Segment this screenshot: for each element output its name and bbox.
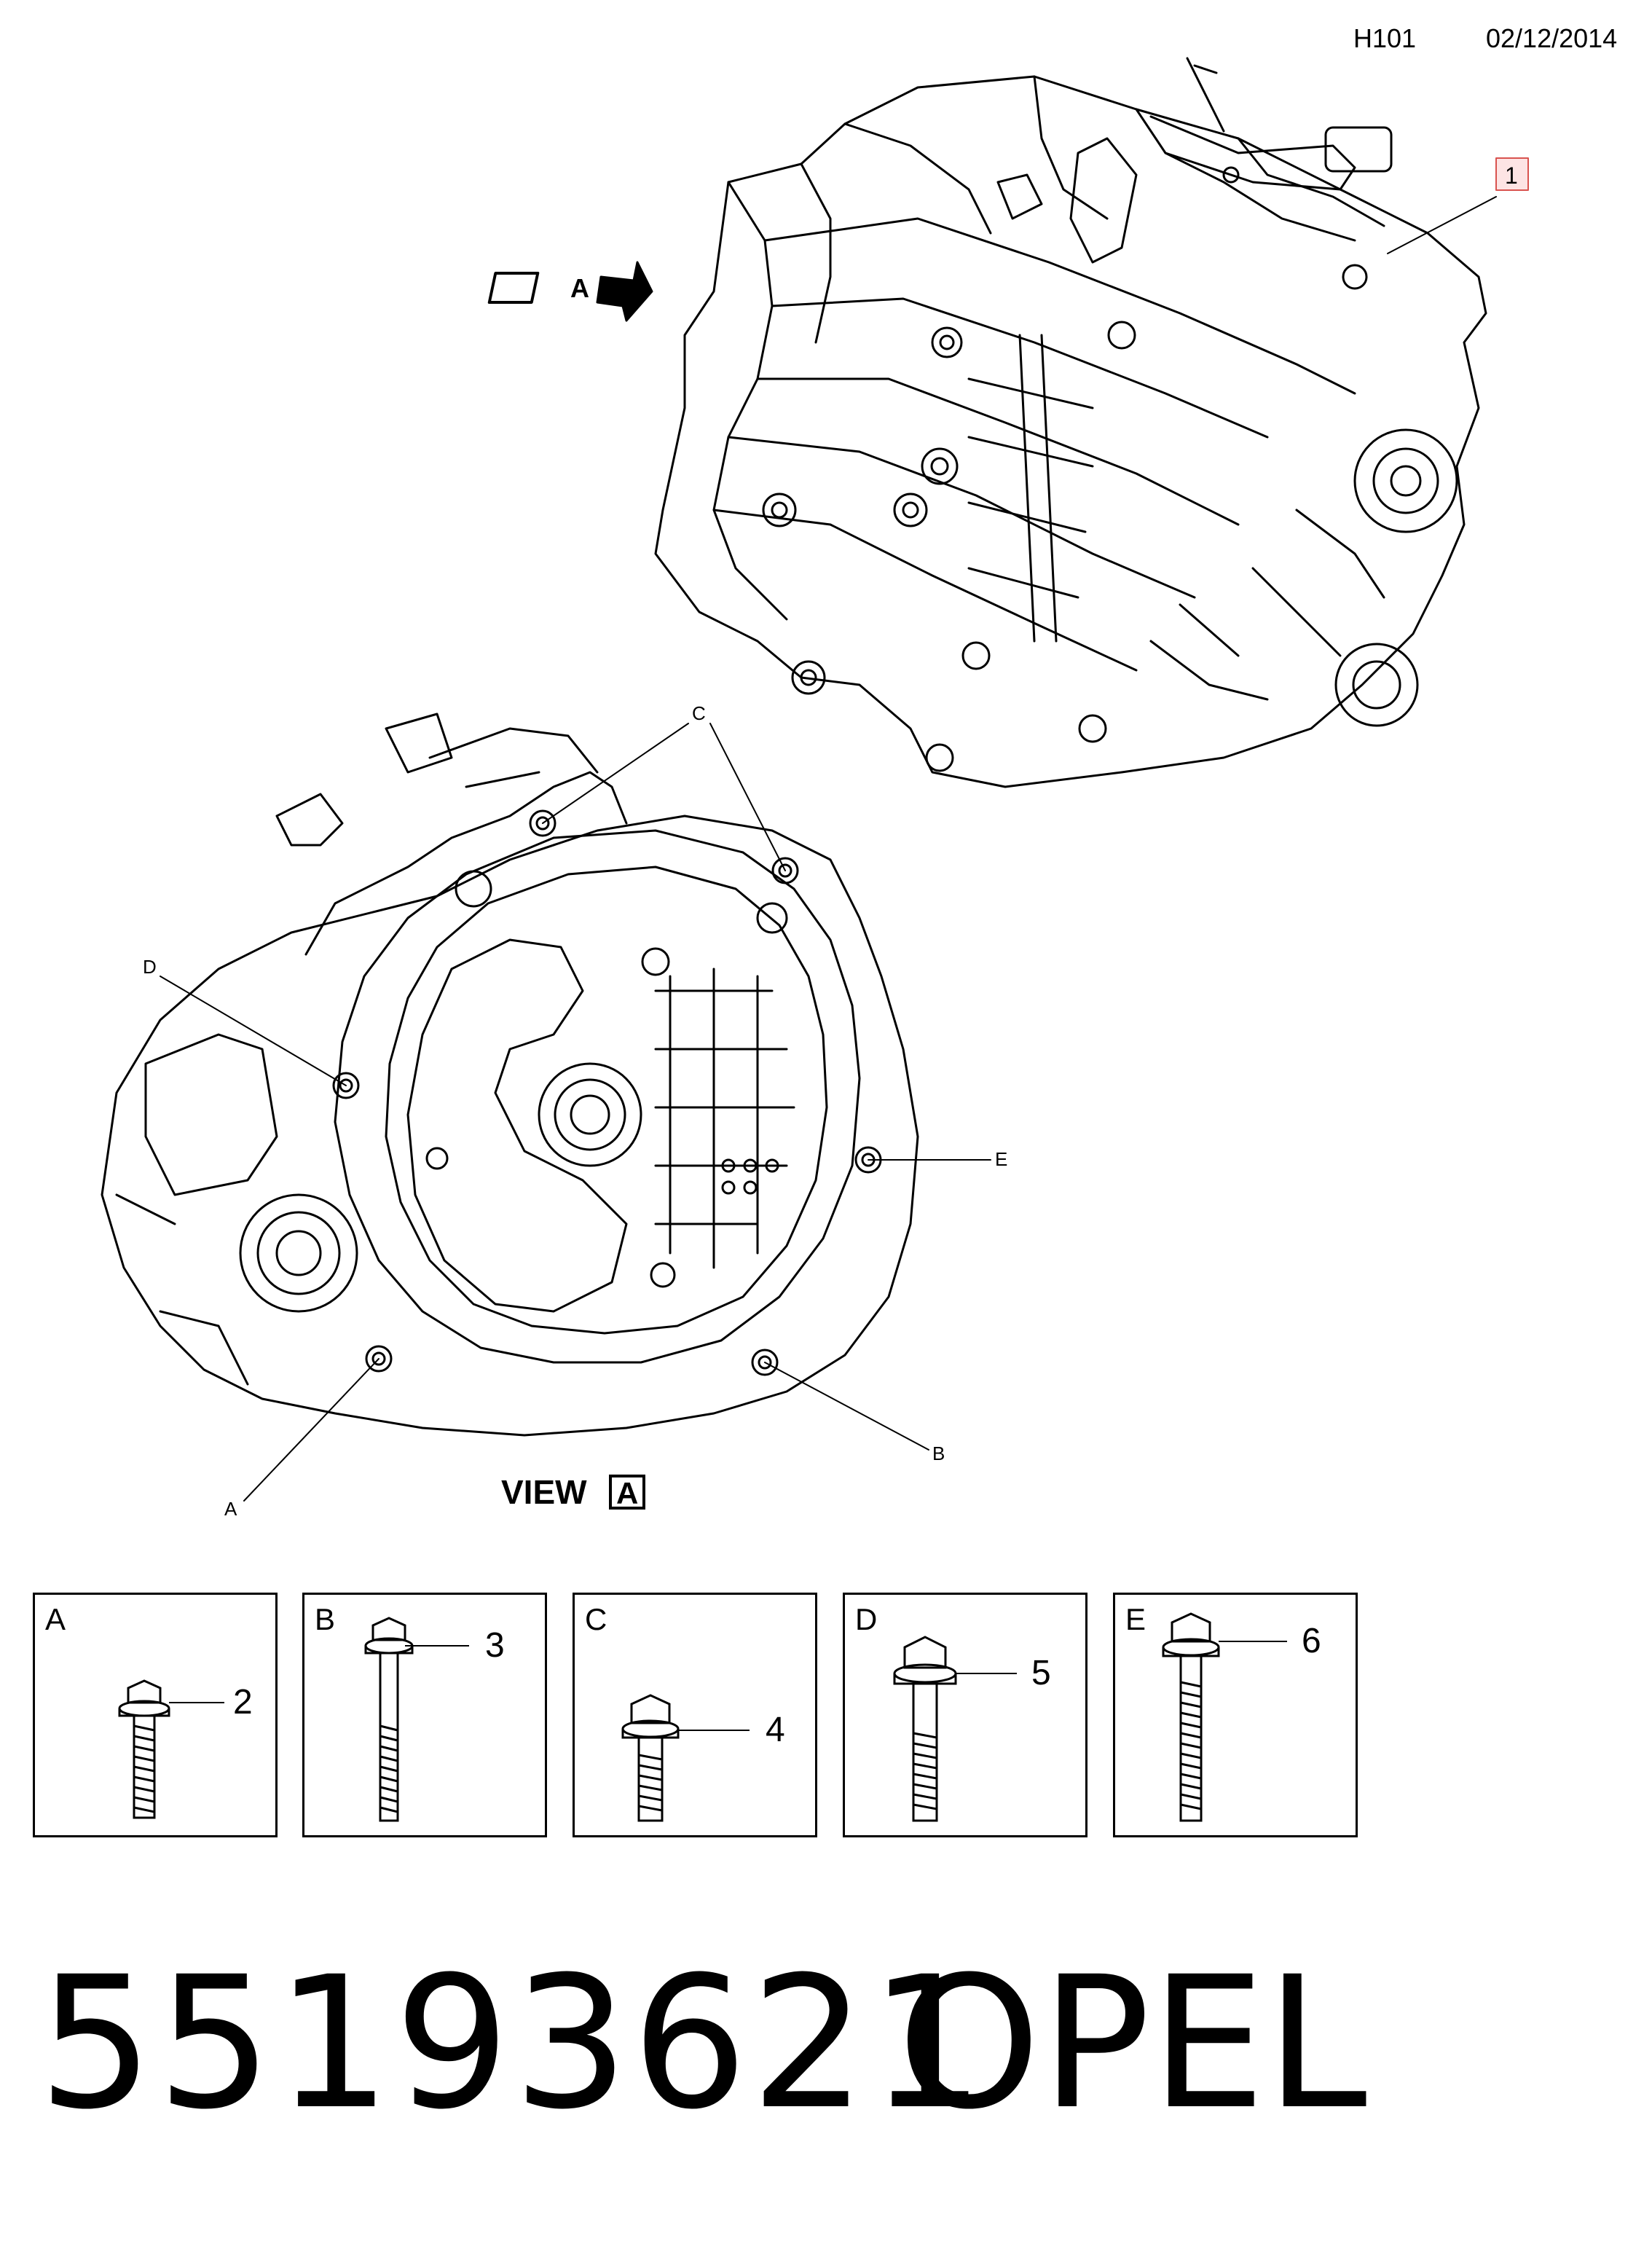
label-b: B [932,1443,945,1464]
view-arrow [487,261,653,322]
view-caption-letter-box [609,1475,645,1510]
bolt-item-number: 6 [1302,1622,1321,1660]
callout-box-1 [1495,157,1529,191]
bolt-hole-c1 [529,809,556,837]
bolt-hole-b [751,1349,779,1376]
bolt-box-letter: D [855,1602,878,1636]
bolt-item-number: 3 [485,1626,505,1665]
brand-name: OPEL [897,1937,1367,2149]
part-number: 55193621 [38,1937,988,2149]
bolt-box-e: E 6 [1113,1593,1358,1837]
arrow-letter: A [570,273,589,303]
exploded-view-diagram: 1 A C D E A B VIEW A [101,57,1529,1520]
bolt-icon [621,1694,750,1822]
drawing-date: 02/12/2014 [1486,23,1618,53]
bolt-box-letter: B [315,1602,336,1636]
bolt-hole-a [365,1345,393,1373]
bolt-hole-d [332,1072,360,1099]
bolt-icon [118,1679,224,1819]
bolt-box-letter: C [585,1602,607,1636]
bolt-hole-c2 [771,857,799,884]
label-d: D [143,956,157,978]
callout-item-1: 1 [1505,162,1518,189]
bolt-box-d: D 5 [843,1593,1087,1837]
bolt-icon [893,1636,1017,1822]
view-caption-letter: A [616,1476,638,1510]
label-e: E [995,1148,1007,1170]
drawing-code: H101 [1353,23,1417,53]
bolt-box-b: B 3 [302,1593,547,1837]
bolt-box-c: C 4 [573,1593,817,1837]
bolt-item-number: 5 [1031,1654,1051,1692]
bolt-item-number: 2 [233,1683,253,1722]
bolt-box-letter: E [1125,1602,1146,1636]
bolt-box-a: A 2 [33,1593,278,1837]
bolt-box-letter: A [45,1602,66,1636]
label-a: A [224,1498,237,1520]
transmission-isometric [654,57,1487,788]
transmission-view-a [101,713,919,1437]
bolt-icon [1162,1612,1287,1822]
label-c: C [692,702,706,724]
bolt-icon [364,1617,469,1822]
view-caption: VIEW [501,1473,587,1511]
bolt-item-number: 4 [766,1711,785,1749]
